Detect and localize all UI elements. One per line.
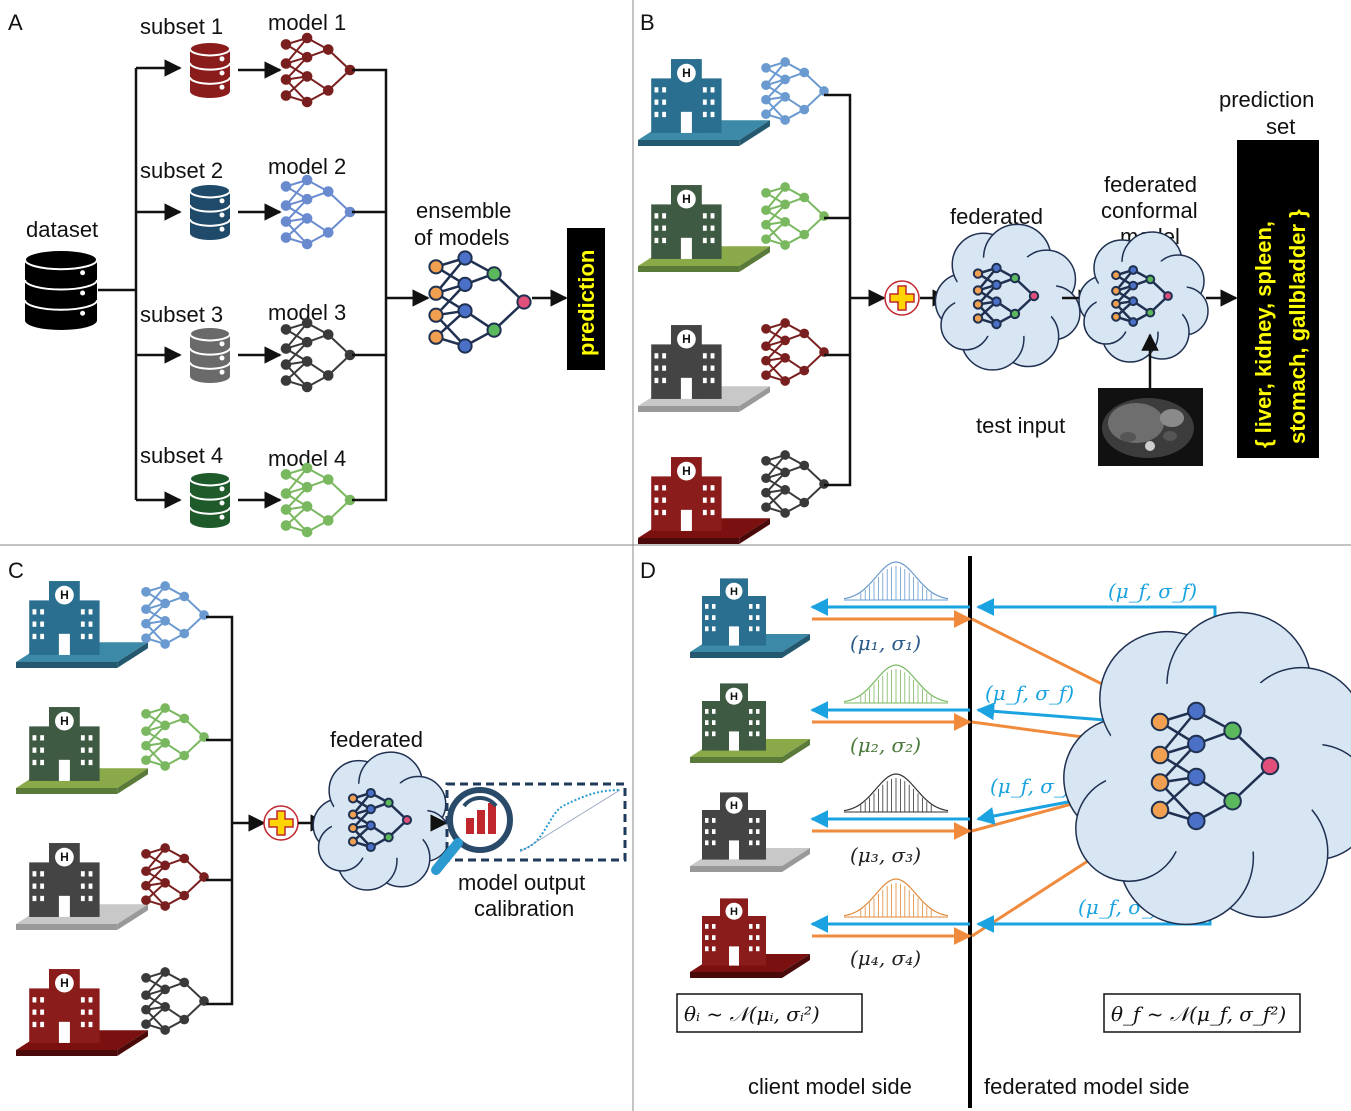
prediction-label: prediction — [574, 250, 599, 356]
panel-b: H H H H federated model federated confor… — [638, 57, 1319, 544]
model-1-label: model 1 — [268, 10, 346, 35]
hospital-red-icon: H — [690, 898, 810, 978]
client-4-network-icon — [761, 450, 829, 518]
hospital-gray-icon: H — [638, 325, 770, 412]
distribution-4-icon — [843, 878, 949, 918]
subset-1-db-icon — [189, 41, 231, 98]
subset-3-db-icon — [189, 326, 231, 383]
federated-model-label-line1: federated — [950, 204, 1043, 229]
svg-text:H: H — [682, 66, 691, 80]
client-4-params: (μ₄, σ₄) — [850, 946, 921, 970]
distribution-2-icon — [843, 664, 949, 704]
client-3-params: (μ₃, σ₃) — [850, 843, 921, 867]
prediction-set-text-1: { liver, kidney, spleen, — [1251, 221, 1276, 448]
svg-text:H: H — [682, 464, 691, 478]
svg-text:H: H — [730, 691, 738, 703]
panel-d: H H H H (μ₁, σ₁) (μ₂, σ₂) (μ₃, σ₃) (μ₄, … — [676, 556, 1351, 1108]
ensemble-label-line1: ensemble — [416, 198, 511, 223]
hospital-red-icon: H — [638, 457, 770, 544]
client-1-network-icon — [761, 57, 829, 125]
fed-param-label-1: (μ_f, σ_f) — [1108, 579, 1197, 603]
magnifier-icon — [431, 787, 513, 875]
ensemble-network-icon — [428, 250, 532, 354]
prediction-set-label-line1: prediction — [1219, 87, 1314, 112]
panel-label-a: A — [8, 10, 23, 35]
hospital-gray-icon: H — [16, 843, 148, 930]
conformal-model-cloud-icon — [1078, 231, 1209, 363]
dataset-label: dataset — [26, 217, 98, 242]
prediction-set-text-2: stomach, gallbladder } — [1285, 209, 1310, 444]
subset-2-db-icon — [189, 183, 231, 240]
hospital-green-icon: H — [16, 707, 148, 794]
model-1-network-icon — [280, 32, 356, 108]
svg-text:H: H — [682, 332, 691, 346]
fed-formula-box — [1103, 993, 1301, 1033]
subset-3-label: subset 3 — [140, 302, 223, 327]
prediction-set-label-line2: set — [1266, 114, 1295, 139]
federated-side-label: federated model side — [984, 1074, 1189, 1099]
hospital-green-icon: H — [690, 683, 810, 763]
client-3-network-icon — [141, 843, 209, 911]
conformal-label-line2: conformal — [1101, 198, 1198, 223]
fed-param-label-2: (μ_f, σ_f) — [985, 681, 1074, 705]
client-4-network-icon — [141, 967, 209, 1035]
federated-model-cloud-icon — [1063, 611, 1351, 926]
hospital-gray-icon: H — [690, 792, 810, 872]
client-2-network-icon — [141, 703, 209, 771]
subset-4-label: subset 4 — [140, 443, 223, 468]
ct-scan-image — [1098, 388, 1203, 466]
subset-2-label: subset 2 — [140, 158, 223, 183]
calibration-label-line2: calibration — [474, 896, 574, 921]
aggregation-plus-icon — [263, 805, 299, 841]
aggregation-plus-icon — [884, 280, 920, 316]
conformal-label-line1: federated — [1104, 172, 1197, 197]
svg-text:H: H — [60, 850, 69, 864]
test-input-label: test input — [976, 413, 1065, 438]
svg-text:H: H — [60, 714, 69, 728]
fed-formula: θ_f ~ 𝒩(μ_f, σ_f²) — [1111, 1002, 1286, 1026]
panel-label-b: B — [640, 10, 655, 35]
hospital-red-icon: H — [16, 969, 148, 1056]
svg-text:H: H — [60, 976, 69, 990]
prediction-set-box — [1237, 140, 1319, 458]
svg-text:H: H — [730, 800, 738, 812]
distribution-3-icon — [843, 773, 949, 813]
prediction-box — [567, 228, 605, 370]
client-1-network-icon — [141, 581, 209, 649]
model-4-network-icon — [280, 462, 356, 538]
dataset-icon — [24, 249, 98, 330]
subset-4-db-icon — [189, 471, 231, 529]
client-1-params: (μ₁, σ₁) — [850, 631, 921, 655]
hospital-green-icon: H — [638, 185, 770, 272]
distribution-1-icon — [843, 561, 949, 601]
hospital-blue-icon: H — [16, 581, 148, 668]
model-2-network-icon — [280, 174, 356, 250]
client-formula-box — [676, 993, 863, 1033]
panel-a: dataset subset 1 subset 2 subset 3 subse… — [24, 10, 605, 538]
client-2-params: (μ₂, σ₂) — [850, 733, 921, 757]
client-formula: θᵢ ~ 𝒩(μᵢ, σᵢ²) — [684, 1002, 820, 1026]
client-3-network-icon — [761, 318, 829, 386]
calibration-label-line1: model output — [458, 870, 585, 895]
panel-label-d: D — [640, 558, 656, 583]
svg-text:H: H — [730, 906, 738, 918]
model-3-network-icon — [280, 317, 356, 393]
client-2-network-icon — [761, 182, 829, 250]
federated-model-label-line1: federated — [330, 727, 423, 752]
svg-text:H: H — [730, 586, 738, 598]
subset-1-label: subset 1 — [140, 14, 223, 39]
hospital-blue-icon: H — [690, 578, 810, 658]
ensemble-label-line2: of models — [414, 225, 509, 250]
panel-c: H H H H federated model mod — [16, 581, 627, 1056]
panel-label-c: C — [8, 558, 24, 583]
federated-model-cloud-icon — [312, 751, 451, 891]
federated-model-cloud-icon — [934, 223, 1081, 371]
client-side-label: client model side — [748, 1074, 912, 1099]
svg-text:H: H — [682, 192, 691, 206]
hospital-blue-icon: H — [638, 59, 770, 146]
svg-text:H: H — [60, 588, 69, 602]
